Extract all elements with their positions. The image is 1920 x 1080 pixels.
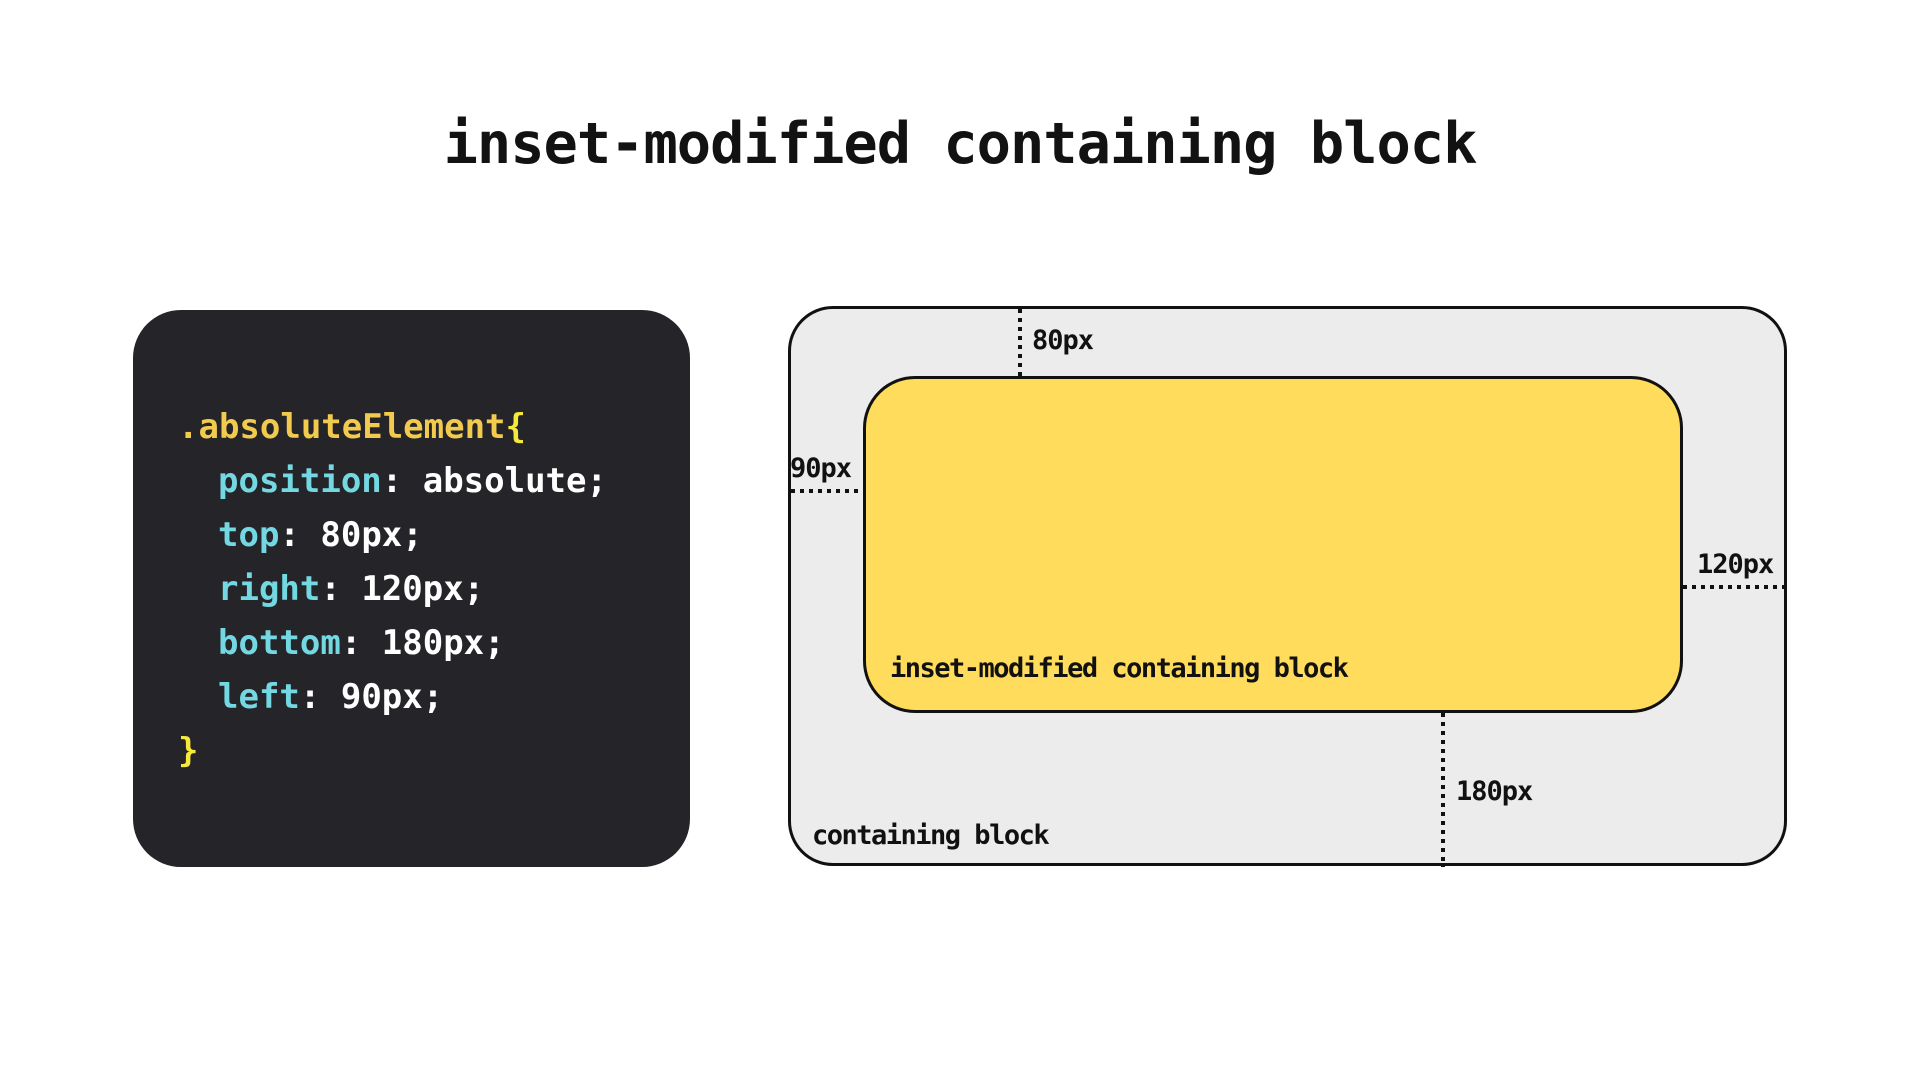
page-title: inset-modified containing block [443,111,1478,177]
code-property-value: absolute [422,461,587,501]
code-colon: : [320,569,362,609]
code-semicolon: ; [402,515,423,555]
code-property-name: top [218,515,280,555]
code-property-name: position [218,461,382,501]
code-line-bottom: bottom: 180px; [178,616,690,670]
right-measure-label: 120px [1697,549,1774,580]
code-colon: : [279,515,321,555]
code-panel: .absoluteElement{ position: absolute; to… [133,310,690,867]
bottom-measure-label: 180px [1456,776,1533,807]
code-semicolon: ; [463,569,485,609]
code-property-value: 80px [320,515,403,555]
code-property-name: left [218,677,300,717]
code-open-brace: { [505,407,526,447]
left-measure-label: 90px [790,453,852,484]
code-property-name: right [218,569,321,609]
top-measure-dotted-line [1018,309,1022,376]
top-measure-label: 80px [1032,325,1094,356]
code-property-value: 180px [381,623,485,663]
code-line-position: position: absolute; [178,454,690,508]
code-semicolon: ; [422,677,444,717]
code-property-value: 120px [361,569,464,609]
bottom-measure-dotted-line [1441,713,1445,867]
containing-block-label: containing block [812,820,1050,851]
code-property-value: 90px [340,677,423,717]
code-semicolon: ; [586,461,607,501]
code-colon: : [299,677,341,717]
inset-modified-containing-block-label: inset-modified containing block [890,653,1349,684]
code-colon: : [340,623,382,663]
inset-modified-containing-block-box: inset-modified containing block [863,376,1683,713]
code-property-name: bottom [218,623,341,663]
code-line-close: } [178,724,690,778]
code-line-right: right: 120px; [178,562,690,616]
code-close-brace: } [178,731,199,771]
left-measure-dotted-line [791,489,863,493]
code-line-selector: .absoluteElement{ [178,400,690,454]
code-semicolon: ; [484,623,505,663]
code-line-left: left: 90px; [178,670,690,724]
code-colon: : [381,461,423,501]
code-line-top: top: 80px; [178,508,690,562]
right-measure-dotted-line [1683,585,1787,589]
code-selector: .absoluteElement [178,407,506,447]
